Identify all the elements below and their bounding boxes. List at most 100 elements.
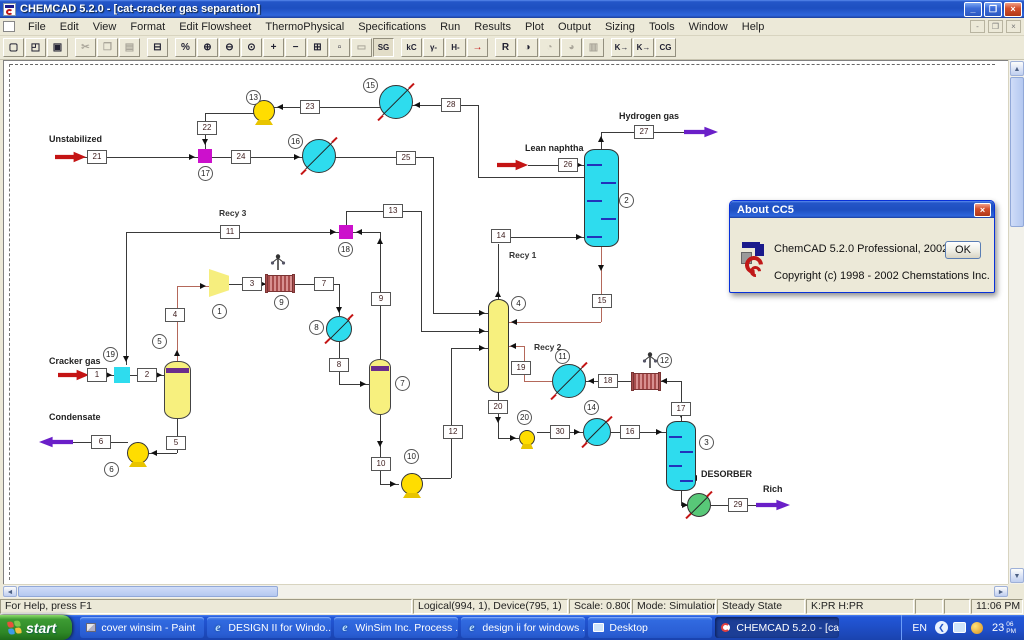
equipment-label-12[interactable]: 12 bbox=[657, 353, 672, 368]
pie-chart-icon[interactable]: ◔ bbox=[539, 38, 560, 57]
component-grid-icon[interactable]: CG bbox=[655, 38, 676, 57]
stream-box-20[interactable]: 20 bbox=[488, 400, 508, 414]
child-restore-button[interactable]: ❐ bbox=[988, 20, 1003, 33]
stream-box-6[interactable]: 6 bbox=[91, 435, 111, 449]
stream-box-4[interactable]: 4 bbox=[165, 308, 185, 322]
product-arrow-hydrogen-gas[interactable] bbox=[684, 126, 718, 138]
flowsheet-canvas[interactable]: 1234567891011121314151617181920212223242… bbox=[3, 60, 1008, 584]
equipment-label-2[interactable]: 2 bbox=[619, 193, 634, 208]
taskbar-clock[interactable]: 23 06PM bbox=[992, 621, 1016, 635]
pump-20[interactable] bbox=[519, 430, 535, 446]
stream-box-3[interactable]: 3 bbox=[242, 277, 262, 291]
mixer-17[interactable] bbox=[198, 149, 212, 163]
equipment-label-20[interactable]: 20 bbox=[517, 410, 532, 425]
stream-shade-icon[interactable]: ◑ bbox=[517, 38, 538, 57]
menu-edit[interactable]: Edit bbox=[53, 19, 86, 35]
divider-18[interactable] bbox=[339, 225, 353, 239]
menu-view[interactable]: View bbox=[86, 19, 124, 35]
simulation-graphics-toggle-icon[interactable]: SG bbox=[373, 38, 394, 57]
stream-box-9[interactable]: 9 bbox=[371, 292, 391, 306]
stream-box-29[interactable]: 29 bbox=[728, 498, 748, 512]
absorber-column-2[interactable] bbox=[584, 149, 619, 247]
zoom-window-icon[interactable]: ⊙ bbox=[241, 38, 262, 57]
enthalpy-icon[interactable]: H- bbox=[445, 38, 466, 57]
menu-output[interactable]: Output bbox=[551, 19, 598, 35]
heat-exchanger-8[interactable] bbox=[326, 316, 352, 342]
close-button[interactable]: × bbox=[1004, 2, 1022, 17]
equipment-label-15[interactable]: 15 bbox=[363, 78, 378, 93]
stream-box-26[interactable]: 26 bbox=[558, 158, 578, 172]
stream-box-11[interactable]: 11 bbox=[220, 225, 240, 239]
scroll-down-icon[interactable]: ▼ bbox=[1010, 568, 1024, 583]
menu-thermophysical[interactable]: ThermoPhysical bbox=[258, 19, 351, 35]
equipment-label-16[interactable]: 16 bbox=[288, 134, 303, 149]
horizontal-scroll-thumb[interactable] bbox=[18, 586, 278, 597]
equipment-label-3[interactable]: 3 bbox=[699, 435, 714, 450]
equipment-label-8[interactable]: 8 bbox=[309, 320, 324, 335]
stream-box-15[interactable]: 15 bbox=[592, 294, 612, 308]
stream-box-5[interactable]: 5 bbox=[166, 436, 186, 450]
convergence-icon[interactable]: kC bbox=[401, 38, 422, 57]
cut-icon[interactable]: ✂ bbox=[75, 38, 96, 57]
equipment-label-18[interactable]: 18 bbox=[338, 242, 353, 257]
stream-box-2[interactable]: 2 bbox=[137, 368, 157, 382]
stream-box-12[interactable]: 12 bbox=[443, 425, 463, 439]
horizontal-scrollbar[interactable]: ◄ ► bbox=[3, 584, 1008, 598]
stream-box-27[interactable]: 27 bbox=[634, 125, 654, 139]
stripper-column-4[interactable] bbox=[488, 299, 509, 393]
feed-arrow-cracker-gas[interactable] bbox=[58, 369, 89, 381]
stream-box-19[interactable]: 19 bbox=[511, 361, 531, 375]
copy-icon[interactable]: ❐ bbox=[97, 38, 118, 57]
language-indicator[interactable]: EN bbox=[912, 622, 927, 634]
task-button-design-ii-for-windows[interactable]: edesign ii for windows ... bbox=[461, 617, 585, 638]
mixer-19[interactable] bbox=[114, 367, 130, 383]
menu-results[interactable]: Results bbox=[467, 19, 518, 35]
gamma-icon[interactable]: γ- bbox=[423, 38, 444, 57]
stream-box-24[interactable]: 24 bbox=[231, 150, 251, 164]
task-button-design-ii-for-windo[interactable]: eDESIGN II for Windo... bbox=[207, 617, 331, 638]
zoom-percent-icon[interactable]: % bbox=[175, 38, 196, 57]
stream-box-17[interactable]: 17 bbox=[671, 402, 691, 416]
heat-exchanger-14[interactable] bbox=[583, 418, 611, 446]
start-button[interactable]: start bbox=[0, 615, 72, 640]
task-button-winsim-inc-process[interactable]: eWinSim Inc. Process ... bbox=[334, 617, 458, 638]
stream-box-25[interactable]: 25 bbox=[396, 151, 416, 165]
print-icon[interactable]: ⊟ bbox=[147, 38, 168, 57]
stream-box-28[interactable]: 28 bbox=[441, 98, 461, 112]
child-close-button[interactable]: × bbox=[1006, 20, 1021, 33]
stream-box-21[interactable]: 21 bbox=[87, 150, 107, 164]
title-bar[interactable]: CHEMCAD 5.2.0 - [cat-cracker gas separat… bbox=[0, 0, 1024, 18]
equipment-label-7[interactable]: 7 bbox=[395, 376, 410, 391]
equipment-label-1[interactable]: 1 bbox=[212, 304, 227, 319]
menu-format[interactable]: Format bbox=[123, 19, 172, 35]
results-icon[interactable]: R bbox=[495, 38, 516, 57]
vertical-scroll-thumb[interactable] bbox=[1010, 77, 1024, 227]
mdi-child-icon[interactable] bbox=[3, 21, 15, 32]
equipment-label-13[interactable]: 13 bbox=[246, 90, 261, 105]
menu-file[interactable]: File bbox=[21, 19, 53, 35]
compressor-1[interactable] bbox=[209, 269, 229, 297]
select-remove-icon[interactable]: − bbox=[285, 38, 306, 57]
menu-help[interactable]: Help bbox=[735, 19, 772, 35]
dialog-title-bar[interactable]: About CC5 × bbox=[730, 201, 994, 218]
paste-icon[interactable]: ▤ bbox=[119, 38, 140, 57]
restore-button[interactable]: ❐ bbox=[984, 2, 1002, 17]
select-add-icon[interactable]: + bbox=[263, 38, 284, 57]
stream-box-18[interactable]: 18 bbox=[598, 374, 618, 388]
task-button-cover-winsim-paint[interactable]: cover winsim - Paint bbox=[80, 617, 204, 638]
ok-button[interactable]: OK bbox=[945, 241, 981, 259]
equipment-label-14[interactable]: 14 bbox=[584, 400, 599, 415]
find-stream-icon[interactable]: K→ bbox=[633, 38, 654, 57]
equipment-label-4[interactable]: 4 bbox=[511, 296, 526, 311]
equipment-label-10[interactable]: 10 bbox=[404, 449, 419, 464]
display-settings-icon[interactable] bbox=[953, 622, 966, 633]
heat-exchanger-11[interactable] bbox=[552, 364, 586, 398]
stream-box-7[interactable]: 7 bbox=[314, 277, 334, 291]
menu-edit-flowsheet[interactable]: Edit Flowsheet bbox=[172, 19, 258, 35]
feed-arrow-lean-naphtha[interactable] bbox=[497, 159, 528, 171]
menu-tools[interactable]: Tools bbox=[642, 19, 682, 35]
meter-icon[interactable]: ◕ bbox=[561, 38, 582, 57]
scroll-left-icon[interactable]: ◄ bbox=[3, 586, 17, 597]
update-notification-icon[interactable] bbox=[971, 622, 983, 634]
menu-window[interactable]: Window bbox=[682, 19, 735, 35]
